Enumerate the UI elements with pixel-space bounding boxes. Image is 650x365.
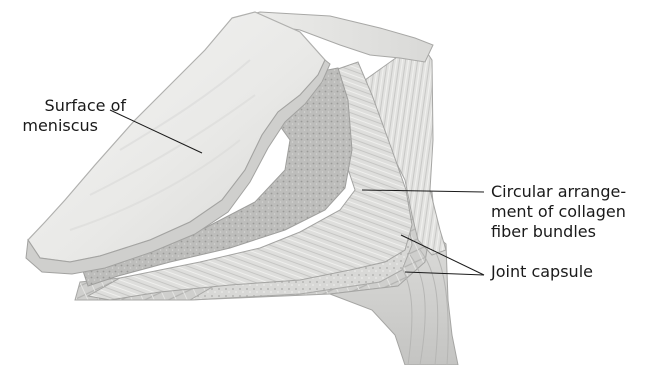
- label-surface-of-meniscus: Surface of meniscus: [8, 96, 126, 136]
- label-circular-line-2: ment of collagen: [491, 202, 626, 222]
- label-capsule-line-1: Joint capsule: [491, 262, 593, 282]
- label-joint-capsule: Joint capsule: [491, 262, 593, 282]
- label-surface-line-1: Surface of: [8, 96, 126, 116]
- label-circular-arrangement: Circular arrange- ment of collagen fiber…: [491, 182, 626, 242]
- label-circular-line-3: fiber bundles: [491, 222, 626, 242]
- label-surface-line-2: meniscus: [8, 116, 126, 136]
- label-circular-line-1: Circular arrange-: [491, 182, 626, 202]
